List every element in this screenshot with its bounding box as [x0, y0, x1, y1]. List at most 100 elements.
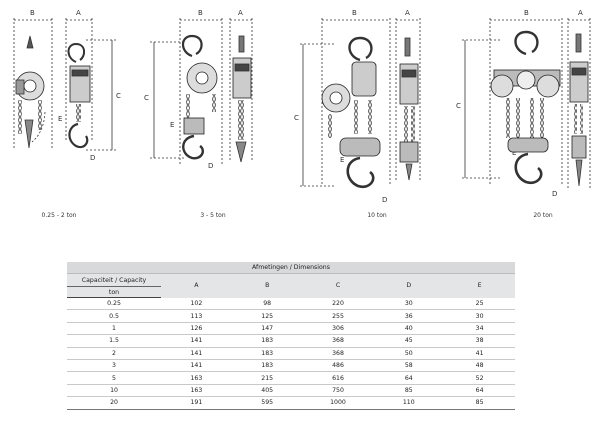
table-cell-a: 126: [161, 322, 232, 336]
drawing-caption-1: 0.25 - 2 ton: [41, 212, 77, 219]
table-cell-d: 40: [373, 322, 445, 336]
table-cell-ton: 2: [67, 347, 161, 360]
column-header-b: B: [231, 273, 303, 298]
dim-label-d: D: [90, 154, 95, 162]
table-cell-b: 98: [231, 297, 303, 311]
table-cell-c: 220: [302, 297, 374, 311]
dim-label-a: A: [76, 9, 81, 17]
table-cell-a: 102: [161, 297, 232, 311]
hoist-drawing-4: B A C E D: [456, 9, 591, 198]
table-cell-e: 52: [444, 371, 515, 385]
table-cell-c: 255: [302, 309, 374, 323]
hoist-drawing-3: B A C E D: [294, 9, 421, 204]
table-cell-b: 183: [231, 334, 303, 348]
table-cell-e: 34: [444, 322, 515, 336]
table-cell-ton: 1: [67, 322, 161, 336]
dim-label-e: E: [512, 149, 516, 157]
table-cell-b: 405: [231, 384, 303, 398]
table-cell-c: 306: [302, 322, 374, 336]
dim-label-b: B: [198, 9, 203, 17]
capacity-header: Capaciteit / Capacity: [67, 273, 161, 287]
table-cell-ton: 0.5: [67, 309, 161, 323]
table-cell-ton: 0.25: [67, 297, 161, 311]
table-cell-e: 64: [444, 384, 515, 398]
table-cell-c: 616: [302, 371, 374, 385]
table-cell-b: 595: [231, 396, 303, 410]
table-cell-c: 368: [302, 334, 374, 348]
table-title: Afmetingen / Dimensions: [67, 262, 515, 274]
dim-label-a: A: [578, 9, 583, 17]
column-header-e: E: [444, 273, 515, 298]
table-cell-d: 85: [373, 384, 445, 398]
table-cell-b: 215: [231, 371, 303, 385]
dim-label-b: B: [30, 9, 35, 17]
table-cell-c: 486: [302, 359, 374, 373]
table-cell-ton: 20: [67, 396, 161, 410]
table-cell-b: 183: [231, 347, 303, 360]
dim-label-d: D: [208, 162, 213, 170]
table-cell-c: 750: [302, 384, 374, 398]
table-cell-b: 183: [231, 359, 303, 373]
hoist-drawing-1: B A C E D: [13, 9, 121, 162]
table-cell-e: 30: [444, 309, 515, 323]
table-cell-d: 110: [373, 396, 445, 410]
dim-label-d: D: [552, 190, 557, 198]
hoist-drawing-2: B A C E D: [144, 9, 253, 170]
table-cell-d: 36: [373, 309, 445, 323]
table-cell-d: 50: [373, 347, 445, 360]
dim-label-c: C: [294, 114, 299, 122]
dim-label-c: C: [144, 94, 149, 102]
drawing-caption-2: 3 - 5 ton: [200, 212, 226, 219]
dim-label-e: E: [170, 121, 174, 129]
dim-label-c: C: [456, 102, 461, 110]
table-cell-c: 368: [302, 347, 374, 360]
table-cell-a: 163: [161, 384, 232, 398]
column-header-d: D: [373, 273, 445, 298]
table-cell-e: 38: [444, 334, 515, 348]
table-cell-e: 85: [444, 396, 515, 410]
dim-label-e: E: [58, 115, 62, 123]
table-cell-d: 58: [373, 359, 445, 373]
dim-label-e: E: [340, 156, 344, 164]
column-header-c: C: [302, 273, 374, 298]
table-cell-a: 141: [161, 347, 232, 360]
dim-label-d: D: [382, 196, 387, 204]
table-cell-a: 141: [161, 334, 232, 348]
table-cell-ton: 5: [67, 371, 161, 385]
table-cell-b: 147: [231, 322, 303, 336]
table-cell-ton: 3: [67, 359, 161, 373]
dim-label-b: B: [524, 9, 529, 17]
table-cell-d: 64: [373, 371, 445, 385]
table-cell-d: 45: [373, 334, 445, 348]
dim-label-c: C: [116, 92, 121, 100]
table-cell-e: 41: [444, 347, 515, 360]
table-cell-a: 191: [161, 396, 232, 410]
table-cell-c: 1000: [302, 396, 374, 410]
table-cell-b: 125: [231, 309, 303, 323]
table-cell-a: 113: [161, 309, 232, 323]
table-cell-d: 30: [373, 297, 445, 311]
table-cell-ton: 10: [67, 384, 161, 398]
dim-label-b: B: [352, 9, 357, 17]
drawing-caption-4: 20 ton: [533, 212, 553, 219]
table-cell-e: 48: [444, 359, 515, 373]
table-cell-a: 163: [161, 371, 232, 385]
dim-label-a: A: [238, 9, 243, 17]
hoist-drawings: B A C E D B A C E D: [13, 9, 591, 204]
dimensions-table: Afmetingen / Dimensions Capaciteit / Cap…: [67, 262, 515, 410]
column-header-a: A: [161, 273, 232, 298]
dim-label-a: A: [405, 9, 410, 17]
table-cell-e: 25: [444, 297, 515, 311]
drawing-caption-3: 10 ton: [367, 212, 387, 219]
table-cell-ton: 1.5: [67, 334, 161, 348]
unit-header: ton: [67, 286, 161, 298]
